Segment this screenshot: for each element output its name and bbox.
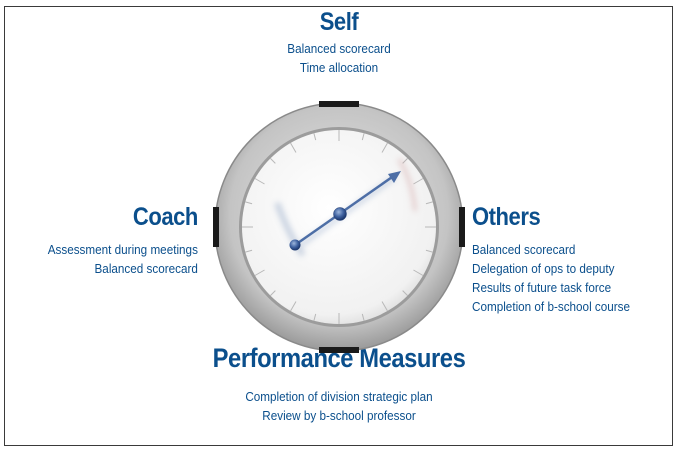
others-heading: Others [472, 203, 541, 231]
dial-tick [290, 301, 297, 312]
self-heading: Self [319, 8, 359, 36]
dial-tick [402, 290, 408, 296]
performance-measures-list: Completion of division strategic plan Re… [34, 387, 644, 425]
dial-tick-marks [242, 130, 436, 324]
self-measure-item: Balanced scorecard [287, 41, 391, 56]
dial-tick [313, 313, 317, 321]
dial-tick [245, 201, 253, 205]
dial-needle [289, 171, 401, 251]
dial-face [242, 130, 436, 324]
dial-tick [361, 313, 365, 321]
others-measure-item: Balanced scorecard [472, 242, 576, 257]
dial-tick [413, 269, 424, 276]
dial-tick [381, 142, 388, 153]
dial-tick [254, 269, 265, 276]
needle-tail-knob [289, 239, 301, 251]
dial-tick [254, 178, 265, 185]
needle-motion-blur [274, 157, 417, 257]
others-measure-item: Results of future task force [472, 280, 612, 295]
needle-hub [333, 207, 347, 221]
dial-marker-top [319, 101, 359, 107]
self-measures: Balanced scorecard Time allocation [34, 39, 644, 77]
dial-tick [290, 142, 297, 153]
dial-tick [270, 158, 276, 164]
coach-measure-item: Assessment during meetings [47, 242, 198, 257]
dial-tick [381, 301, 388, 312]
others-measure-item: Completion of b-school course [472, 299, 631, 314]
performance-measure-item: Completion of division strategic plan [245, 389, 433, 404]
dial-tick [313, 133, 317, 141]
coach-measures: Assessment during meetings Balanced scor… [48, 240, 198, 278]
coach-heading: Coach [132, 203, 198, 231]
self-measure-item: Time allocation [299, 60, 379, 75]
dial-tick [413, 178, 424, 185]
dial-tick [270, 290, 276, 296]
dial-graphic [213, 101, 465, 353]
dial-marker-right [459, 207, 465, 247]
dial-tick [361, 133, 365, 141]
dial-tick [425, 201, 433, 205]
dial-marker-left [213, 207, 219, 247]
dial-tick [245, 249, 253, 253]
performance-measure-item: Review by b-school professor [262, 408, 416, 423]
coach-measure-item: Balanced scorecard [94, 261, 198, 276]
dial-tick [425, 249, 433, 253]
others-measures: Balanced scorecard Delegation of ops to … [472, 240, 630, 316]
dial-tick [402, 158, 408, 164]
dial-marker-bottom [319, 347, 359, 353]
others-measure-item: Delegation of ops to deputy [472, 261, 615, 276]
